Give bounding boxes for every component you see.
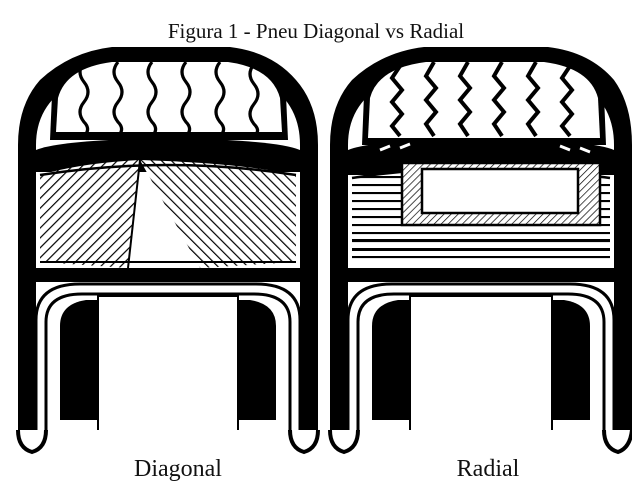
radial-label: Radial [388, 455, 588, 483]
radial-tire-icon [330, 47, 632, 452]
diagonal-tire-icon [18, 47, 318, 452]
diagonal-label: Diagonal [78, 455, 278, 483]
